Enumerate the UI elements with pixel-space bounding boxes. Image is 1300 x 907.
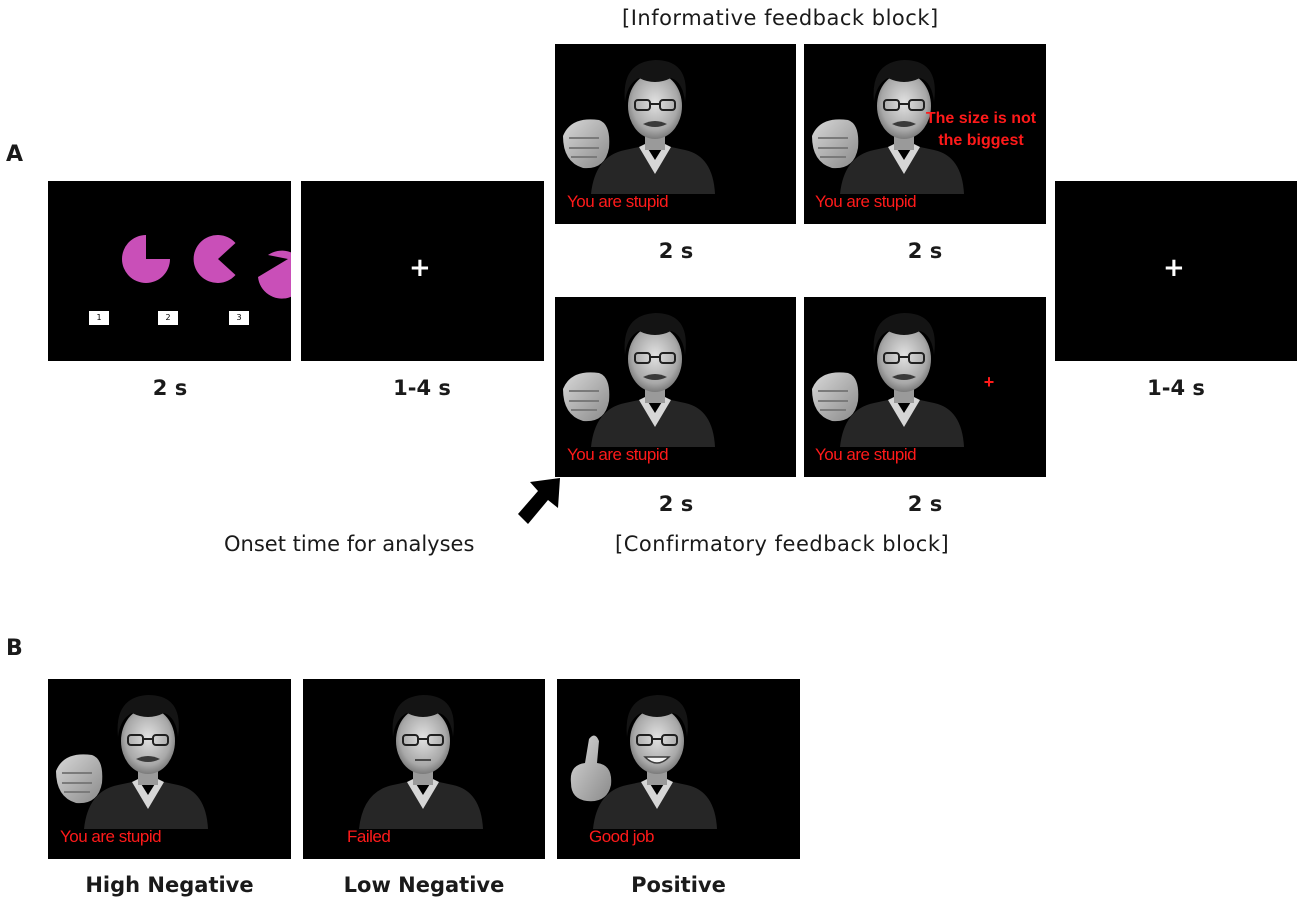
pacman-shapes	[122, 235, 291, 299]
face-photo-angry	[555, 44, 755, 194]
condition-label-high-negative: High Negative	[85, 873, 254, 897]
onset-label: Onset time for analyses	[224, 532, 475, 556]
confirmatory-feedback-screen-2: + You are stupid	[804, 297, 1046, 477]
pacman-shape-3	[258, 250, 291, 299]
key-box-3: 3	[229, 311, 249, 325]
pacman-shape-1	[122, 235, 170, 283]
confirmatory-2-timing: 2 s	[907, 492, 943, 516]
face-photo-neutral	[323, 679, 523, 829]
face-photo-angry	[555, 297, 755, 447]
feedback-caption: Failed	[347, 827, 391, 846]
feedback-caption: You are stupid	[567, 192, 669, 211]
confirmatory-1-timing: 2 s	[658, 492, 694, 516]
fixation-screen-1: +	[301, 181, 544, 361]
condition-label-positive: Positive	[631, 873, 726, 897]
feedback-caption: You are stupid	[815, 445, 917, 464]
informative-1-timing: 2 s	[658, 239, 694, 263]
fixation-screen-2: +	[1055, 181, 1297, 361]
face-photo-happy	[557, 679, 757, 829]
informative-block-title: [Informative feedback block]	[622, 6, 939, 30]
feedback-caption: You are stupid	[567, 445, 669, 464]
feedback-caption: You are stupid	[815, 192, 917, 211]
face-photo-angry	[48, 679, 248, 829]
informative-feedback-screen-1: You are stupid	[555, 44, 796, 224]
onset-arrow-icon	[518, 478, 560, 524]
choice-timing: 2 s	[152, 376, 188, 400]
choice-screen: 1 2 3	[48, 181, 291, 361]
confirmatory-feedback-screen-1: You are stupid	[555, 297, 796, 477]
fixation-cross: +	[1163, 253, 1185, 283]
key-box-1: 1	[89, 311, 109, 325]
confirmatory-red-cross: +	[983, 372, 995, 392]
informative-2-timing: 2 s	[907, 239, 943, 263]
panel-b-letter: B	[6, 636, 23, 661]
confirmatory-block-title: [Confirmatory feedback block]	[615, 532, 950, 556]
fixation-1-timing: 1-4 s	[393, 376, 451, 400]
condition-screen-low-negative: Failed	[303, 679, 545, 859]
pacman-shape-2	[193, 235, 236, 283]
condition-screen-high-negative: You are stupid	[48, 679, 291, 859]
feedback-caption: Good job	[589, 827, 655, 846]
feedback-caption: You are stupid	[60, 827, 162, 846]
panel-a-letter: A	[6, 142, 24, 167]
condition-screen-positive: Good job	[557, 679, 800, 859]
fixation-cross: +	[409, 253, 431, 283]
key-box-2: 2	[158, 311, 178, 325]
fixation-2-timing: 1-4 s	[1147, 376, 1205, 400]
condition-label-low-negative: Low Negative	[343, 873, 505, 897]
